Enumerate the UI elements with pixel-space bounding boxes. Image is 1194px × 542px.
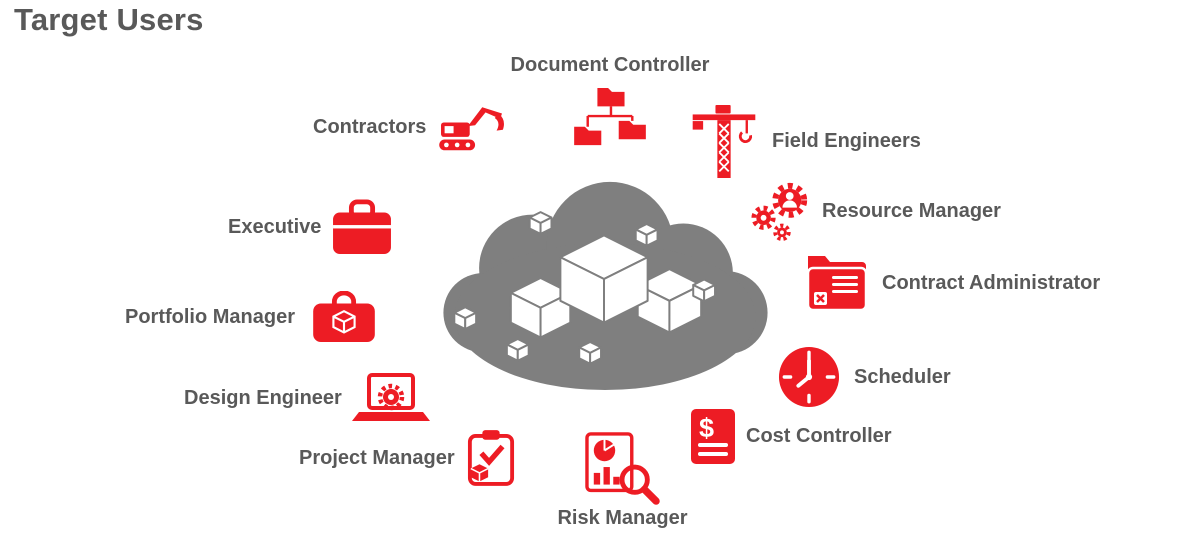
design-engineer-label: Design Engineer [184, 386, 342, 409]
item-executive: Executive [228, 199, 392, 255]
item-scheduler: Scheduler [778, 346, 951, 408]
project-manager-label: Project Manager [299, 446, 455, 469]
tower-crane-icon [692, 104, 756, 178]
item-resource-manager: Resource Manager [750, 180, 1001, 242]
cube-left [509, 277, 572, 339]
portfolio-manager-label: Portfolio Manager [125, 305, 296, 328]
item-contractors: Contractors [313, 101, 509, 153]
risk-manager-label: Risk Manager [557, 507, 688, 529]
laptop-gear-icon [351, 373, 430, 423]
chart-magnifier-icon [584, 432, 661, 506]
clock-icon [778, 346, 840, 408]
page-title: Target Users [14, 2, 204, 37]
item-contract-administrator: Contract Administrator [806, 252, 1100, 314]
clipboard-check-icon [467, 429, 515, 487]
contract-administrator-label: Contract Administrator [882, 271, 1101, 294]
item-field-engineers: Field Engineers [692, 104, 921, 178]
cost-controller-label: Cost Controller [746, 425, 892, 447]
item-cost-controller: $ Cost Controller [690, 408, 892, 465]
gears-person-icon [750, 180, 812, 242]
cloud-icon [443, 181, 768, 391]
item-risk-manager: Risk Manager [540, 432, 705, 530]
scheduler-label: Scheduler [854, 365, 951, 388]
item-project-manager: Project Manager [299, 429, 515, 487]
resource-manager-label: Resource Manager [822, 199, 1001, 222]
bag-box-icon [311, 290, 377, 343]
folder-document-x-icon [806, 252, 870, 314]
cube-center [559, 234, 649, 324]
item-portfolio-manager: Portfolio Manager [125, 290, 377, 343]
item-design-engineer: Design Engineer [184, 373, 430, 423]
executive-label: Executive [228, 215, 322, 238]
dollar-glyph: $ [699, 413, 714, 443]
document-controller-label: Document Controller [510, 54, 710, 76]
contractors-label: Contractors [313, 115, 427, 138]
cloud-cubes-graphic [422, 166, 787, 394]
dollar-document-icon: $ [690, 408, 736, 465]
item-document-controller: Document Controller [505, 54, 715, 148]
briefcase-icon [332, 199, 392, 255]
field-engineers-label: Field Engineers [772, 129, 921, 152]
folder-tree-icon [571, 86, 649, 148]
excavator-icon [434, 101, 509, 153]
